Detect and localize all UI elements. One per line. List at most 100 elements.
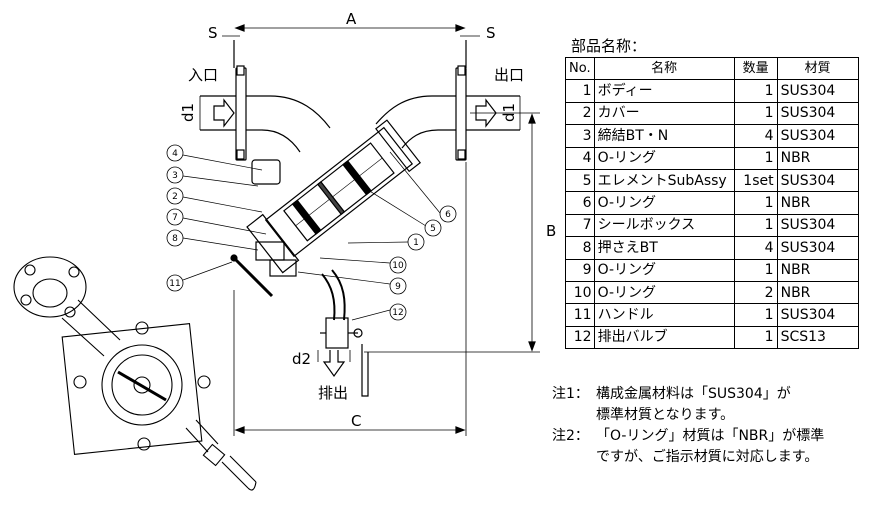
callout-4 <box>166 144 184 162</box>
cell-no: 2 <box>565 101 595 126</box>
cell-qty: 1 <box>733 325 778 350</box>
cell-no: 3 <box>565 124 595 148</box>
cell-material: NBR <box>776 146 859 170</box>
cell-name: 排出バルブ <box>593 325 735 350</box>
callout-12 <box>389 303 407 321</box>
col-name: 名称 <box>593 56 735 81</box>
parts-title: 部品名称： <box>571 37 647 55</box>
callout-1 <box>407 233 425 251</box>
label-d1-right: d1 <box>500 103 518 122</box>
cell-no: 9 <box>565 258 595 282</box>
cell-name: カバー <box>593 101 735 126</box>
callout-9-text: 9 <box>395 282 401 292</box>
cell-qty: 1set <box>733 168 778 193</box>
callout-8 <box>166 229 184 247</box>
callout-2 <box>166 187 184 205</box>
cell-material: NBR <box>776 258 859 282</box>
label-b: B <box>546 222 556 240</box>
cell-material: SUS304 <box>776 79 859 103</box>
cell-material: SUS304 <box>776 101 859 126</box>
cell-material: SUS304 <box>776 168 859 193</box>
label-s-right: S <box>486 24 496 42</box>
callout-11 <box>166 274 184 292</box>
label-inlet: 入口 <box>188 66 218 84</box>
cell-name: シールボックス <box>593 213 735 238</box>
cell-qty: 1 <box>733 258 778 282</box>
callout-3 <box>166 166 184 184</box>
note-2: 注2： 「O-リング」材質は「NBR」が標準 ですが、ご指示材質に対応します。 <box>552 426 876 468</box>
note-1-line-1: 構成金属材料は「SUS304」が <box>596 386 791 402</box>
cell-qty: 2 <box>733 280 778 305</box>
note-2-label: 注2： <box>552 428 589 444</box>
label-c: C <box>351 412 361 430</box>
label-d1-left: d1 <box>179 103 197 122</box>
callout-2-text: 2 <box>172 192 178 202</box>
cell-name: エレメントSubAssy <box>593 168 735 193</box>
callout-5 <box>424 219 442 237</box>
callout-9 <box>389 277 407 295</box>
note-2-line-2: ですが、ご指示材質に対応します。 <box>596 449 819 465</box>
cell-material: SUS304 <box>776 303 859 327</box>
cell-name: O-リング <box>593 191 735 215</box>
col-material: 材質 <box>776 56 859 81</box>
cell-name: ボディー <box>593 79 735 103</box>
cell-qty: 4 <box>733 236 778 260</box>
cell-name: O-リング <box>593 258 735 282</box>
label-d2: d2 <box>292 350 311 368</box>
cell-qty: 1 <box>733 303 778 327</box>
callout-10 <box>389 256 407 274</box>
callout-10-text: 10 <box>392 261 404 271</box>
callout-8-text: 8 <box>172 234 178 244</box>
isometric-view <box>13 256 257 491</box>
cell-material: SUS304 <box>776 124 859 148</box>
cell-material: SUS304 <box>776 236 859 260</box>
callout-4-text: 4 <box>172 149 178 159</box>
note-2-line-1: 「O-リング」材質は「NBR」が標準 <box>596 428 825 444</box>
callout-5-text: 5 <box>430 224 436 234</box>
col-qty: 数量 <box>733 56 778 81</box>
callout-11-text: 11 <box>169 279 180 289</box>
cell-qty: 1 <box>733 101 778 126</box>
cell-name: 締結BT・N <box>593 124 735 148</box>
callout-3-text: 3 <box>172 171 178 181</box>
cell-qty: 1 <box>733 213 778 238</box>
label-a: A <box>346 10 357 28</box>
cell-no: 10 <box>565 280 595 305</box>
cell-name: O-リング <box>593 280 735 305</box>
cell-no: 12 <box>565 325 595 350</box>
cell-qty: 1 <box>733 191 778 215</box>
cell-name: 押さえBT <box>593 236 735 260</box>
callout-12-text: 12 <box>392 308 403 318</box>
cell-qty: 1 <box>733 79 778 103</box>
label-drain: 排出 <box>318 384 348 402</box>
callout-7-text: 7 <box>172 213 178 223</box>
cell-no: 6 <box>565 191 595 215</box>
label-s-left: S <box>208 24 218 42</box>
note-1-line-2: 標準材質となります。 <box>596 407 735 423</box>
label-outlet: 出口 <box>494 66 524 84</box>
notes: 注1： 構成金属材料は「SUS304」が 標準材質となります。 注2： 「O-リ… <box>552 384 876 468</box>
cell-no: 5 <box>565 168 595 193</box>
cell-no: 11 <box>565 303 595 327</box>
callout-7 <box>166 208 184 226</box>
cell-no: 1 <box>565 79 595 103</box>
callout-1-text: 1 <box>413 238 419 248</box>
cell-qty: 1 <box>733 146 778 170</box>
cell-qty: 4 <box>733 124 778 148</box>
note-1-label: 注1： <box>552 386 589 402</box>
note-1: 注1： 構成金属材料は「SUS304」が 標準材質となります。 <box>552 384 876 426</box>
